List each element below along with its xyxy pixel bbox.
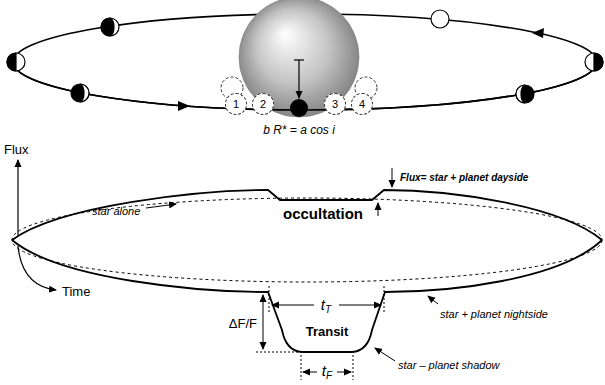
callout-number: 1 [233,98,239,111]
planet-phases [7,10,603,103]
time-arrow [18,246,56,290]
label-holder: tT [321,298,331,317]
planet-position: 4 [351,93,373,115]
guide [269,286,270,312]
orbit-arrow [532,28,544,38]
annotation: star – planet shadow [398,359,500,372]
callout-number: 3 [332,98,338,111]
label-holder: Time [62,282,90,300]
guide [353,355,354,380]
leader [375,348,395,361]
light-curve-lower [12,240,602,352]
label-holder: star – planet shadow [398,355,500,373]
duration-arrow [272,305,314,306]
label-holder: Flux= star + planet dayside [400,167,528,185]
leader [428,296,438,304]
annotation: Flux= star + planet dayside [400,172,528,184]
impact-parameter: b R* = a cos i [263,124,335,138]
transiting-planet [290,99,308,117]
planet-position: 2 [252,93,274,115]
annotation: star + planet nightside [440,308,548,321]
callout-number: 2 [260,98,266,111]
leader [146,204,176,208]
heading-label: occultation [283,205,363,222]
duration-arrow [303,372,317,373]
leader [392,168,393,187]
depth-label: ΔF/F [229,317,257,332]
guide [384,286,385,312]
heading-label: Transit [306,325,349,340]
baseline-ellipse [12,198,602,282]
label-holder: ΔF/F [229,314,257,332]
impact-arrow [298,60,299,98]
label-holder: Flux [4,140,29,158]
duration-arrow [339,305,381,306]
orbit-arrow [178,101,190,111]
guide [256,352,300,353]
depth-arrow [263,295,264,349]
guide [301,355,302,380]
guide [256,292,268,293]
planet-position: 3 [324,93,346,115]
annotation: star alone [92,205,140,218]
label-holder: Transit [306,322,349,340]
label-holder: occultation [283,205,363,223]
flux-axis [17,160,18,236]
axis-label: Time [62,285,90,300]
duration-arrow [337,372,351,373]
planet-position: 1 [225,93,247,115]
callout-number: 4 [359,98,365,111]
axis-label: Flux [4,143,29,158]
label-holder: star alone [92,201,140,219]
duration-label: tF [322,364,332,383]
light-curve-upper [12,190,602,240]
star [239,0,359,117]
label-holder: b R* = a cos i [263,120,335,138]
duration-label: tT [321,298,331,317]
label-holder: star + planet nightside [440,304,548,322]
leader [378,203,379,216]
impact-tick [294,59,304,60]
label-holder: tF [322,364,332,383]
